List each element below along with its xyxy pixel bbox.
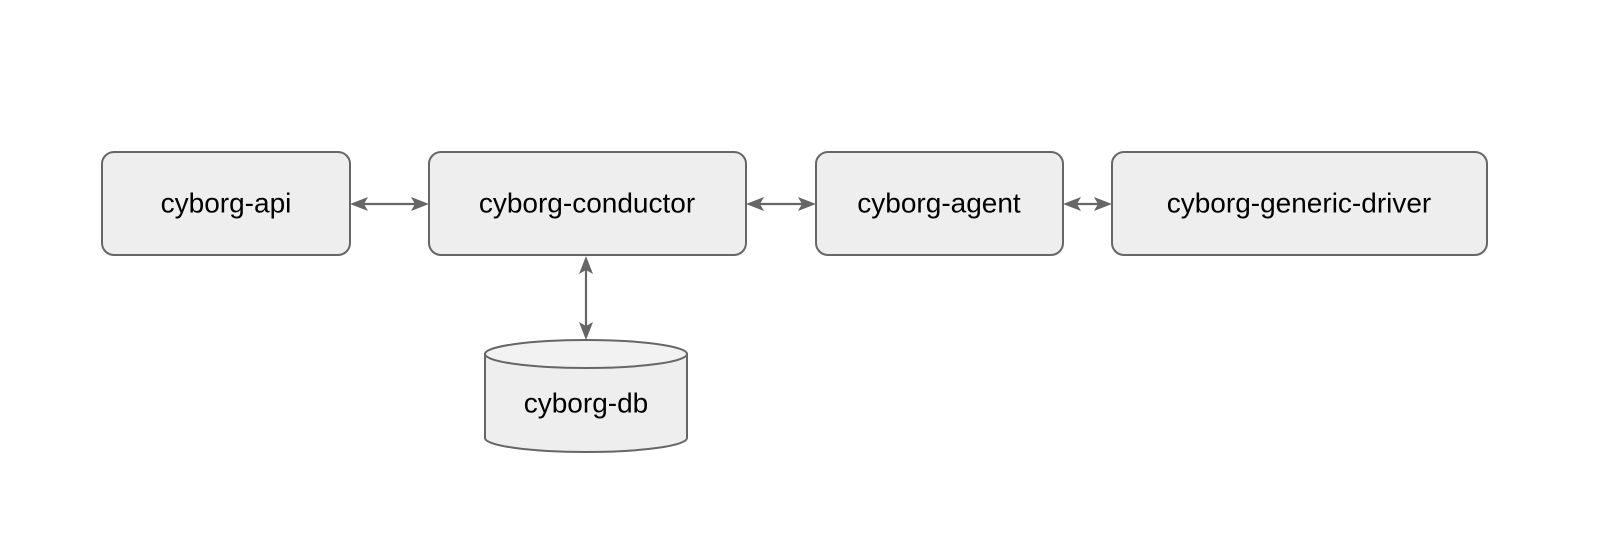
node-label-cyborg-agent: cyborg-agent [857, 187, 1021, 218]
edge-agent-driver [1063, 197, 1112, 211]
arrow-head-left [746, 197, 764, 211]
arrow-head-left [1063, 197, 1081, 211]
arrow-head-right [798, 197, 816, 211]
arrow-head-right [1094, 197, 1112, 211]
node-cyborg-db[interactable]: cyborg-db [484, 339, 688, 453]
node-cyborg-generic-driver[interactable]: cyborg-generic-driver [1111, 151, 1488, 256]
edge-conductor-agent [746, 197, 816, 211]
arrow-head-down [579, 322, 593, 340]
node-cyborg-conductor[interactable]: cyborg-conductor [428, 151, 747, 256]
edge-api-conductor [350, 197, 429, 211]
node-label-cyborg-conductor: cyborg-conductor [479, 187, 695, 218]
node-label-cyborg-api: cyborg-api [161, 187, 292, 218]
node-label-cyborg-generic-driver: cyborg-generic-driver [1167, 187, 1432, 218]
arrow-head-left [350, 197, 368, 211]
edge-conductor-db [579, 256, 593, 340]
node-cyborg-agent[interactable]: cyborg-agent [815, 151, 1064, 256]
node-label-cyborg-db: cyborg-db [524, 387, 649, 418]
arrow-head-up [579, 256, 593, 274]
node-cyborg-api[interactable]: cyborg-api [101, 151, 351, 256]
arrow-head-right [411, 197, 429, 211]
cylinder-top-ellipse [484, 339, 688, 369]
